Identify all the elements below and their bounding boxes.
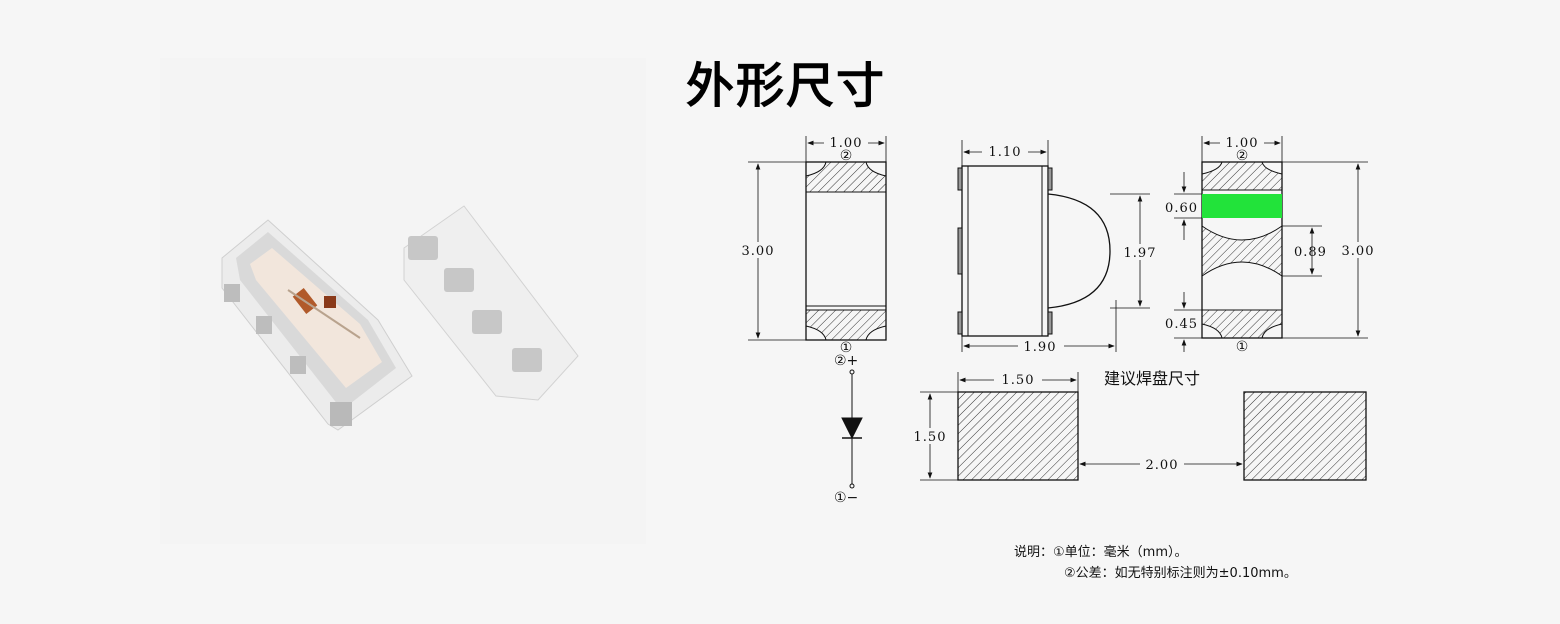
pad-layout-title: 建议焊盘尺寸	[1104, 369, 1200, 388]
right-pad	[1243, 391, 1367, 481]
center-dim-label: 0.89	[1294, 245, 1327, 260]
bottom-width-label: 1.00	[1226, 136, 1259, 151]
page-title: 外形尺寸	[686, 58, 887, 114]
bottom-bottom-pad-label: ①	[1236, 339, 1249, 355]
pad-dim-label: 0.45	[1165, 317, 1198, 332]
product-photo-panel	[160, 58, 646, 544]
front-height-label: 3.00	[742, 244, 775, 259]
notes: 说明：①单位：毫米（mm）。 ②公差：如无特别标注则为±0.10mm。	[1014, 542, 1297, 584]
front-bottom-pad-label: ①	[840, 340, 853, 356]
side-depth-label: 1.90	[1024, 340, 1057, 355]
pad-width-label: 1.50	[1002, 373, 1035, 388]
cathode-label: ①−	[834, 490, 858, 506]
bottom-top-pad-label: ②	[1236, 148, 1249, 164]
left-pad	[957, 391, 1079, 481]
bottom-height-label: 3.00	[1342, 244, 1375, 259]
note-line-1: 说明：①单位：毫米（mm）。	[1014, 545, 1188, 560]
note-line-2: ②公差：如无特别标注则为±0.10mm。	[1064, 566, 1297, 581]
diode-symbol	[841, 369, 863, 489]
emitter-dim-label: 0.60	[1165, 201, 1198, 216]
led-product-photo	[221, 205, 579, 431]
front-width-label: 1.00	[830, 136, 863, 151]
anode-label: ②+	[834, 353, 858, 369]
front-view	[748, 136, 887, 341]
emitter-area	[1202, 194, 1282, 218]
side-width-label: 1.10	[989, 145, 1022, 160]
front-top-pad-label: ②	[840, 148, 853, 164]
bottom-view	[1174, 136, 1368, 352]
pad-spacing-label: 2.00	[1146, 458, 1179, 473]
pad-height-label: 1.50	[914, 430, 947, 445]
lens-height-label: 1.97	[1124, 246, 1157, 261]
side-view	[957, 140, 1150, 352]
